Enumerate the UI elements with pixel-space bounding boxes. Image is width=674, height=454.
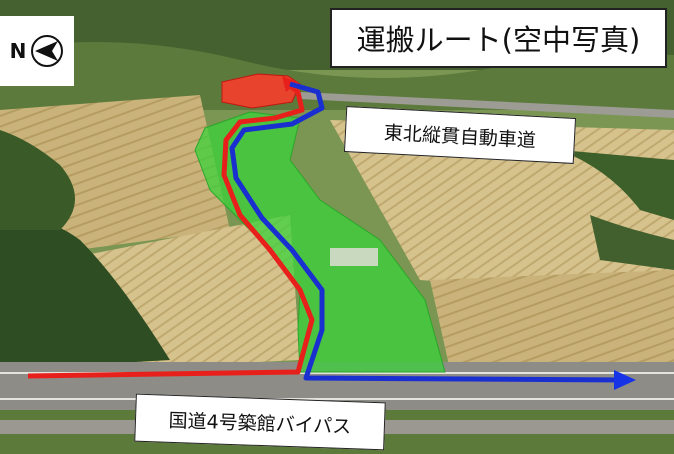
lane-line	[0, 372, 674, 374]
route-blue-arrowhead	[614, 370, 636, 390]
building	[330, 248, 378, 266]
lane-line	[0, 398, 674, 400]
far-fields	[0, 42, 674, 110]
route-red	[27, 80, 315, 379]
forest-left	[0, 220, 170, 370]
rice-field-lower-right	[430, 270, 674, 370]
map-title: 運搬ルート(空中写真)	[330, 8, 667, 68]
north-arrow-icon	[31, 35, 64, 67]
rice-field-right	[330, 120, 674, 300]
work-area-green	[194, 111, 446, 373]
expressway-road	[300, 92, 674, 118]
north-letter: N	[9, 39, 27, 63]
north-compass: N	[0, 16, 74, 86]
highway-label: 国道4号築館バイパス	[134, 393, 386, 451]
route-blue	[229, 81, 625, 383]
forest-left-upper	[0, 130, 75, 230]
forest-right	[560, 150, 674, 220]
forest-right-lower	[590, 215, 674, 270]
